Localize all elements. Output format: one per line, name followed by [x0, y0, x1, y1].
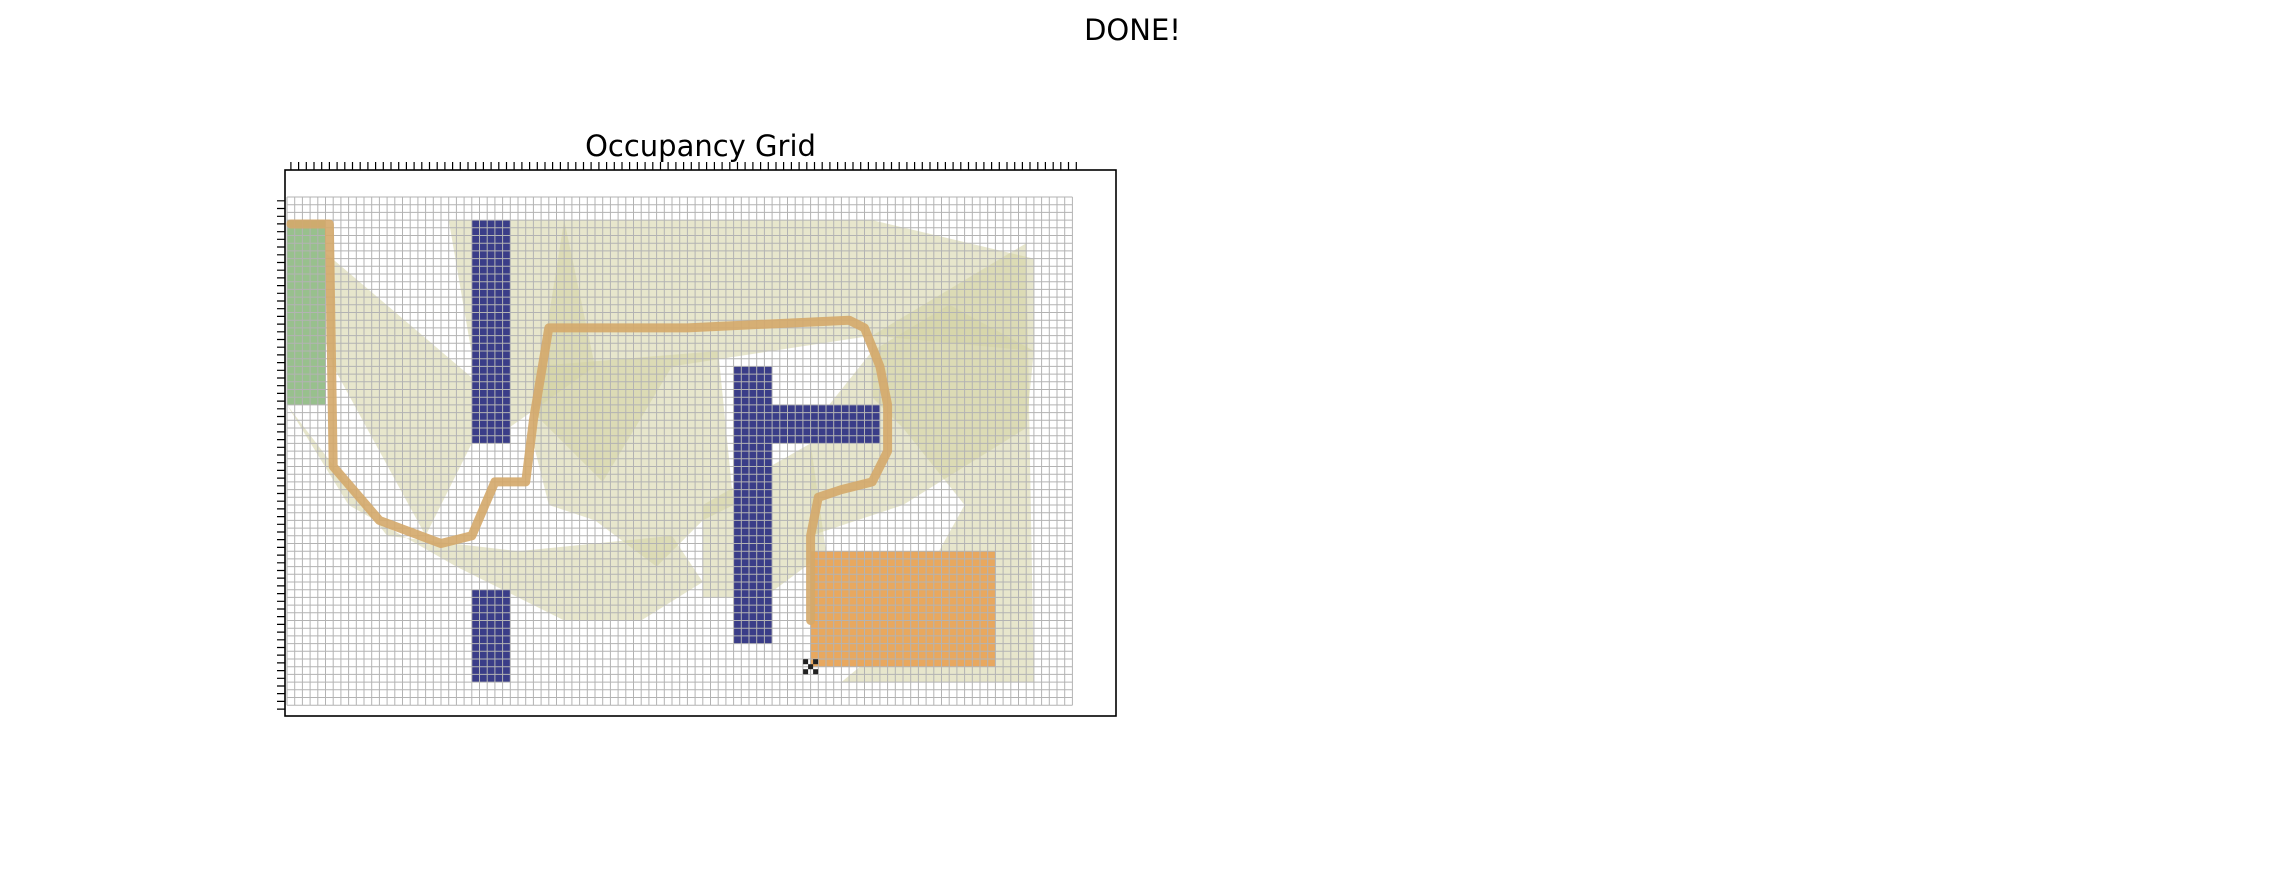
- robot-cell: [813, 669, 819, 675]
- axes-frame: [284, 169, 1117, 717]
- planned-path: [286, 219, 893, 625]
- explored-region: [287, 220, 495, 536]
- robot-cell: [803, 659, 809, 665]
- robot-cell: [813, 659, 819, 665]
- robot-cell: [803, 669, 809, 675]
- tick-marks: [277, 162, 1077, 710]
- axis-ticks: [277, 162, 1077, 710]
- robot-cell: [808, 664, 814, 670]
- robot-marker: [803, 659, 819, 675]
- grid-cell-lines: [286, 196, 1073, 706]
- figure-title: DONE!: [1084, 13, 1181, 47]
- grid-lines: [286, 196, 1073, 706]
- obstacle: [471, 220, 511, 444]
- explored-region: [533, 220, 1034, 482]
- path-layer: [286, 219, 893, 675]
- chart-title: Occupancy Grid: [585, 129, 816, 163]
